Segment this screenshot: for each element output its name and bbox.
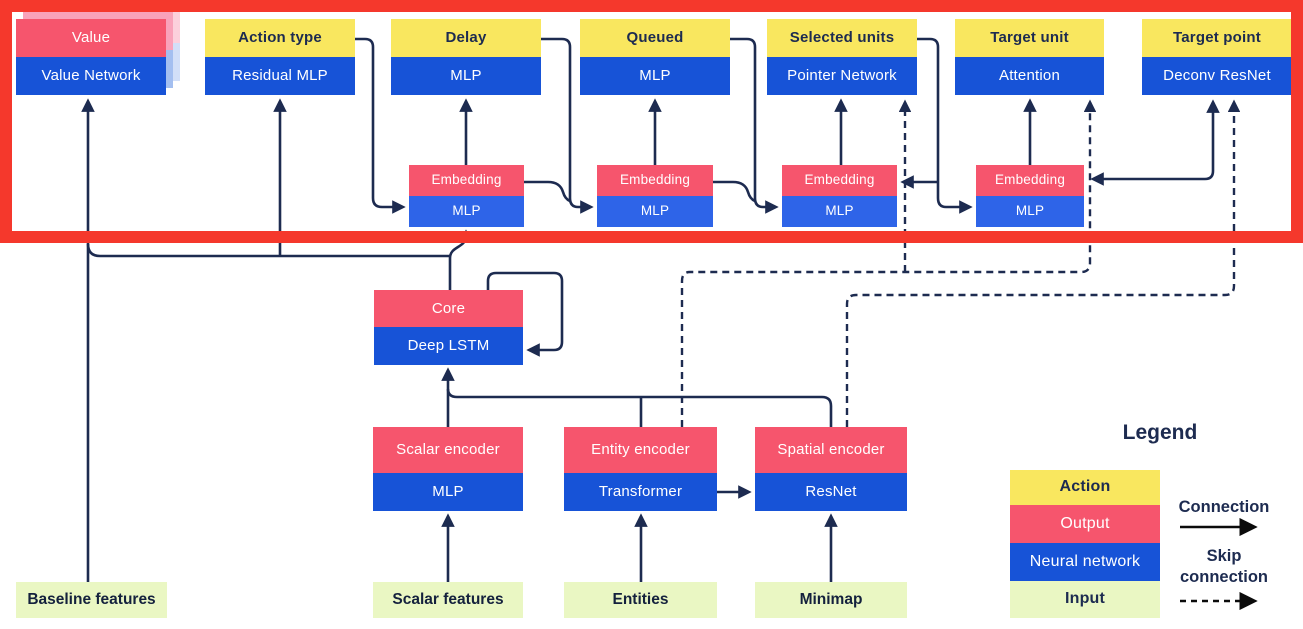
- legend-swatch-input: Input: [1010, 581, 1160, 618]
- wire-selectedunits-to-embedding4: [917, 37, 973, 214]
- skip-spatial-to-deconv: [845, 99, 1241, 427]
- node-scalar-encoder-network-label: MLP: [373, 473, 523, 511]
- node-entities-label: Entities: [612, 591, 669, 608]
- legend-swatch-action: Action: [1010, 470, 1160, 505]
- node-selected-units: Selected units Pointer Network: [767, 19, 917, 95]
- node-embedding-2-output-label: Embedding: [597, 165, 713, 196]
- legend-neural-network-label: Neural network: [1010, 543, 1160, 581]
- node-value: Value Value Network: [16, 19, 166, 95]
- legend-input-label: Input: [1010, 581, 1160, 618]
- node-baseline-features-label: Baseline features: [27, 591, 156, 608]
- node-minimap-label: Minimap: [799, 591, 863, 608]
- node-spatial-encoder: Spatial encoder ResNet: [755, 427, 907, 511]
- node-target-point-network-label: Deconv ResNet: [1142, 57, 1292, 95]
- wire-queued-to-embedding3: [730, 37, 779, 214]
- node-entity-encoder-output-label: Entity encoder: [564, 427, 717, 473]
- node-spatial-encoder-network-label: ResNet: [755, 473, 907, 511]
- node-embedding-1: Embedding MLP: [409, 165, 524, 227]
- node-delay: Delay MLP: [391, 19, 541, 95]
- legend-connection-label: Connection: [1178, 498, 1270, 516]
- node-queued-network-label: MLP: [580, 57, 730, 95]
- node-embedding-4-output-label: Embedding: [976, 165, 1084, 196]
- node-embedding-3: Embedding MLP: [782, 165, 897, 227]
- legend-output-label: Output: [1010, 505, 1160, 543]
- wire-spatialencoder-to-core: [446, 388, 833, 427]
- node-scalar-encoder-output-label: Scalar encoder: [373, 427, 523, 473]
- wire-core-recurrent-loop: [486, 271, 564, 357]
- node-delay-network-label: MLP: [391, 57, 541, 95]
- node-embedding-3-network-label: MLP: [782, 196, 897, 227]
- node-embedding-4-network-label: MLP: [976, 196, 1084, 227]
- wire-embedding4-to-targetpoint: [1090, 99, 1220, 186]
- wire-embedding1-out: [524, 180, 571, 203]
- wire-core-branch-left: [86, 243, 450, 258]
- node-embedding-2: Embedding MLP: [597, 165, 713, 227]
- node-selected-units-action-label: Selected units: [767, 19, 917, 57]
- node-delay-action-label: Delay: [391, 19, 541, 57]
- node-core-network-label: Deep LSTM: [374, 327, 523, 365]
- node-embedding-4: Embedding MLP: [976, 165, 1084, 227]
- node-minimap: Minimap: [755, 582, 907, 618]
- legend-skip-connection-label: Skip connection: [1179, 547, 1268, 586]
- node-core-output-label: Core: [374, 290, 523, 327]
- node-target-unit: Target unit Attention: [955, 19, 1104, 95]
- node-action-type: Action type Residual MLP: [205, 19, 355, 95]
- node-embedding-1-network-label: MLP: [409, 196, 524, 227]
- node-target-unit-network-label: Attention: [955, 57, 1104, 95]
- node-scalar-features: Scalar features: [373, 582, 523, 618]
- legend-action-label: Action: [1010, 470, 1160, 505]
- node-target-unit-action-label: Target unit: [955, 19, 1104, 57]
- node-value-output-label: Value: [16, 19, 166, 57]
- node-action-type-action-label: Action type: [205, 19, 355, 57]
- node-value-network-label: Value Network: [16, 57, 166, 95]
- wire-delay-to-embedding2: [541, 37, 594, 214]
- node-target-point: Target point Deconv ResNet: [1142, 19, 1292, 95]
- wire-actiontype-to-embedding1: [355, 37, 406, 214]
- legend-swatch-output: Output: [1010, 505, 1160, 543]
- node-entity-encoder-network-label: Transformer: [564, 473, 717, 511]
- node-embedding-1-output-label: Embedding: [409, 165, 524, 196]
- node-target-point-action-label: Target point: [1142, 19, 1292, 57]
- wire-embedding2-out: [713, 180, 756, 203]
- node-scalar-encoder: Scalar encoder MLP: [373, 427, 523, 511]
- node-entity-encoder: Entity encoder Transformer: [564, 427, 717, 511]
- node-spatial-encoder-output-label: Spatial encoder: [755, 427, 907, 473]
- skip-entity-to-attention: [680, 99, 1097, 427]
- node-entities: Entities: [564, 582, 717, 618]
- node-selected-units-network-label: Pointer Network: [767, 57, 917, 95]
- legend-title: Legend: [1122, 421, 1198, 444]
- node-queued: Queued MLP: [580, 19, 730, 95]
- node-embedding-3-output-label: Embedding: [782, 165, 897, 196]
- node-core: Core Deep LSTM: [374, 290, 523, 365]
- node-action-type-network-label: Residual MLP: [205, 57, 355, 95]
- node-embedding-2-network-label: MLP: [597, 196, 713, 227]
- node-scalar-features-label: Scalar features: [392, 591, 504, 608]
- node-queued-action-label: Queued: [580, 19, 730, 57]
- legend-swatch-neural-network: Neural network: [1010, 543, 1160, 581]
- highlight-frame: [0, 0, 1303, 243]
- node-baseline-features: Baseline features: [16, 582, 167, 618]
